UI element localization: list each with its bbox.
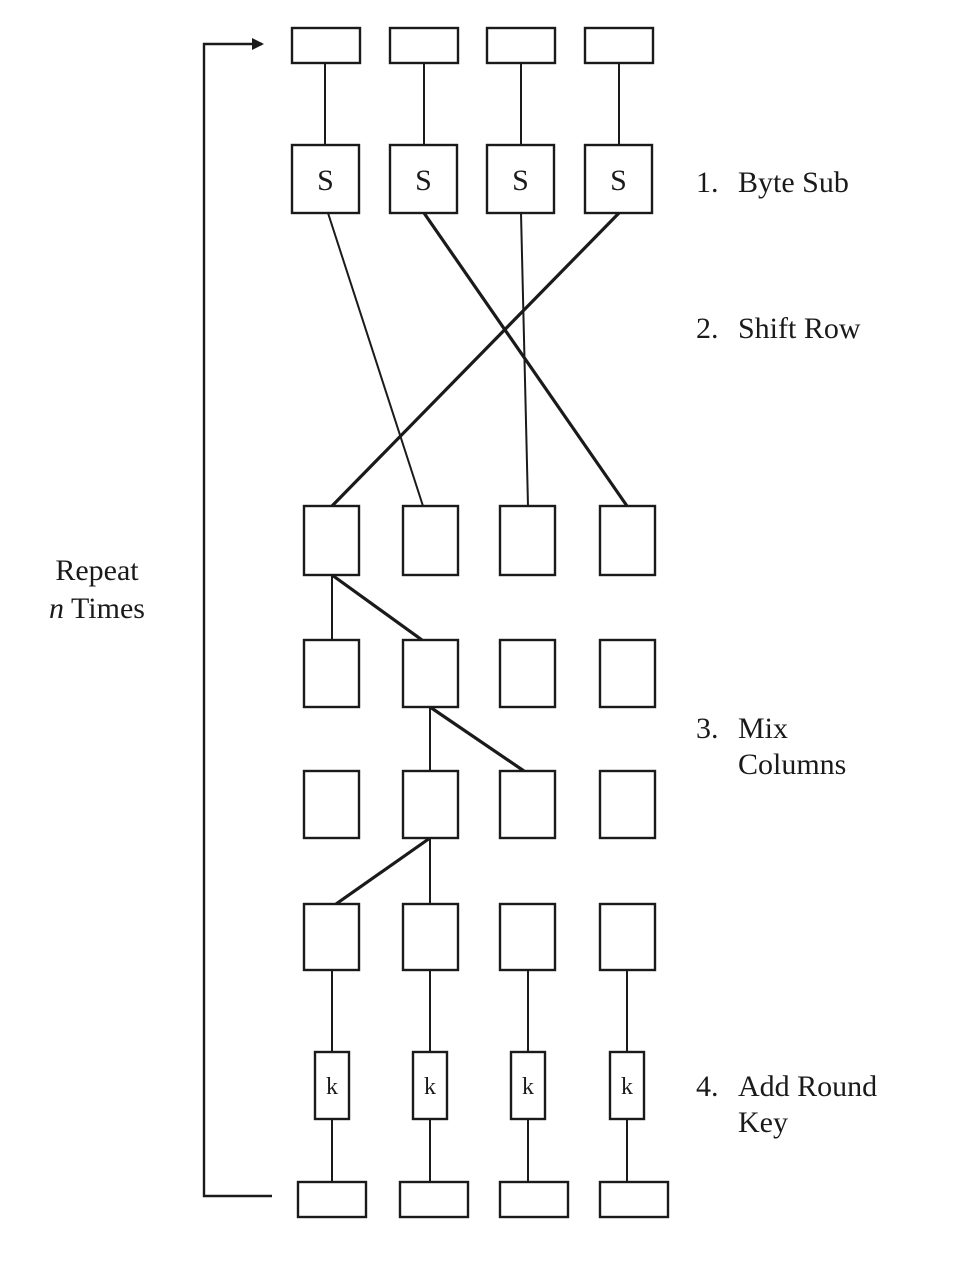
step-mix-columns-label: 3.Mix Columns (696, 712, 847, 781)
round-key-box (509, 1050, 547, 1121)
sbox-row: S S S S (290, 143, 654, 215)
state-box (302, 638, 361, 709)
sbox (583, 143, 654, 215)
repeat-line2: n Times (22, 590, 172, 628)
round-key-wires (331, 970, 628, 1182)
round-key-row: k k k k (313, 1050, 646, 1121)
state-box (302, 769, 361, 840)
step-byte-sub-label: 1.Byte Sub (696, 166, 849, 199)
state-box (401, 504, 460, 577)
step-add-round-key-label: 4.Add Round Key (696, 1070, 878, 1139)
round-key-box (608, 1050, 646, 1121)
sbox-label: S (512, 164, 529, 197)
round-key-box (411, 1050, 449, 1121)
state-row-1 (302, 504, 657, 577)
input-state-row (290, 26, 655, 65)
sbox (485, 143, 556, 215)
repeat-times: Times (71, 592, 145, 625)
output-state-row (296, 1180, 670, 1219)
state-box (498, 769, 557, 840)
mix-columns-wires (331, 573, 525, 906)
state-box (498, 638, 557, 709)
sbox (290, 143, 361, 215)
state-row-3 (302, 769, 657, 840)
state-box (401, 638, 460, 709)
round-key-label: k (621, 1074, 633, 1100)
round-key-label: k (326, 1074, 338, 1100)
input-byte-box (583, 26, 655, 65)
state-box (498, 902, 557, 972)
sbox-label: S (317, 164, 334, 197)
state-row-4 (302, 902, 657, 972)
input-wires (324, 63, 620, 145)
round-key-label: k (424, 1074, 436, 1100)
step-shift-row-label: 2.Shift Row (696, 312, 861, 345)
output-byte-box (398, 1180, 470, 1219)
sbox (388, 143, 459, 215)
state-box (598, 638, 657, 709)
state-box (498, 504, 557, 577)
state-box (401, 769, 460, 840)
repeat-variable: n (49, 592, 65, 625)
round-key-label: k (522, 1074, 534, 1100)
input-byte-box (388, 26, 460, 65)
state-box (598, 769, 657, 840)
repeat-loop-arrow (202, 38, 272, 1198)
input-byte-box (485, 26, 557, 65)
state-box (401, 902, 460, 972)
state-box (302, 504, 361, 577)
input-byte-box (290, 26, 362, 65)
repeat-line1: Repeat (55, 554, 139, 587)
sbox-label: S (610, 164, 627, 197)
sbox-label: S (415, 164, 432, 197)
state-box (598, 902, 657, 972)
output-byte-box (498, 1180, 570, 1219)
output-byte-box (296, 1180, 368, 1219)
output-byte-box (598, 1180, 670, 1219)
state-box (302, 902, 361, 972)
round-key-box (313, 1050, 351, 1121)
state-box (598, 504, 657, 577)
shift-row-wires (327, 211, 629, 508)
repeat-label: Repeat n Times (22, 552, 172, 628)
state-row-2 (302, 638, 657, 709)
